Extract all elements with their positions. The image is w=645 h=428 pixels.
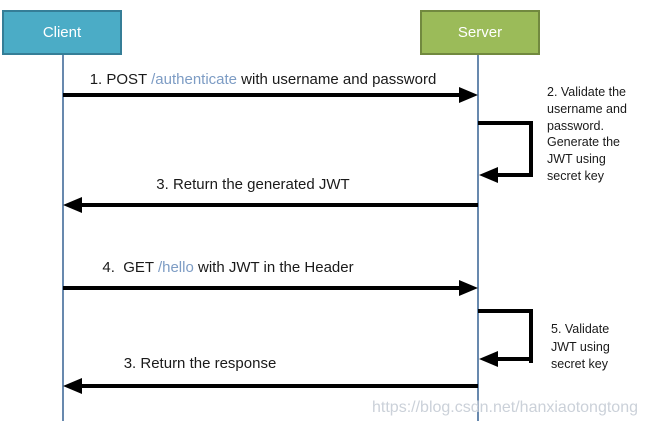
message-4-label: 4. GET /hello with JWT in the Header (38, 259, 418, 276)
message-3-arrow-line (80, 203, 478, 207)
self-message-5-arrowhead-icon (479, 351, 498, 367)
self-message-5-label: 5. Validate JWT using secret key (551, 322, 610, 371)
csdn-watermark: https://blog.csdn.net/hanxiaotongtong (372, 399, 638, 416)
message-1-label: 1. POST /authenticate with username and … (63, 71, 463, 88)
message-6-arrowhead-icon (63, 378, 82, 394)
message-4-arrow-line (63, 286, 462, 290)
message-4-suffix: with JWT in the Header (193, 259, 354, 276)
self-message-5-loop-right (529, 309, 533, 363)
server-actor-label: Server (457, 24, 503, 41)
self-message-2-loop-top (478, 121, 532, 125)
self-message-2-loop-right (529, 121, 533, 177)
server-actor-box: Server (420, 10, 540, 55)
message-1-suffix: with username and password (237, 71, 437, 88)
message-6-label: 3. Return the response (123, 355, 277, 372)
server-lifeline (477, 55, 479, 421)
message-3-arrowhead-icon (63, 197, 82, 213)
message-6-arrow-line (80, 384, 478, 388)
message-4-endpoint: /hello (157, 259, 194, 276)
client-actor-label: Client (42, 24, 82, 41)
message-4-prefix: 4. GET (102, 259, 158, 276)
self-message-5-loop-bottom (497, 357, 533, 361)
message-4-arrowhead-icon (459, 280, 478, 296)
client-actor-box: Client (2, 10, 122, 55)
self-message-5-loop-top (478, 309, 532, 313)
self-message-2-label: 2. Validate the username and password. G… (547, 85, 627, 183)
self-message-2-arrowhead-icon (479, 167, 498, 183)
message-1-arrow-line (63, 93, 462, 97)
self-message-2-loop-bottom (497, 173, 533, 177)
message-1-prefix: 1. POST (89, 71, 152, 88)
message-1-arrowhead-icon (459, 87, 478, 103)
message-1-endpoint: /authenticate (151, 71, 238, 88)
client-lifeline (62, 55, 64, 421)
message-3-label: 3. Return the generated JWT (156, 176, 350, 193)
